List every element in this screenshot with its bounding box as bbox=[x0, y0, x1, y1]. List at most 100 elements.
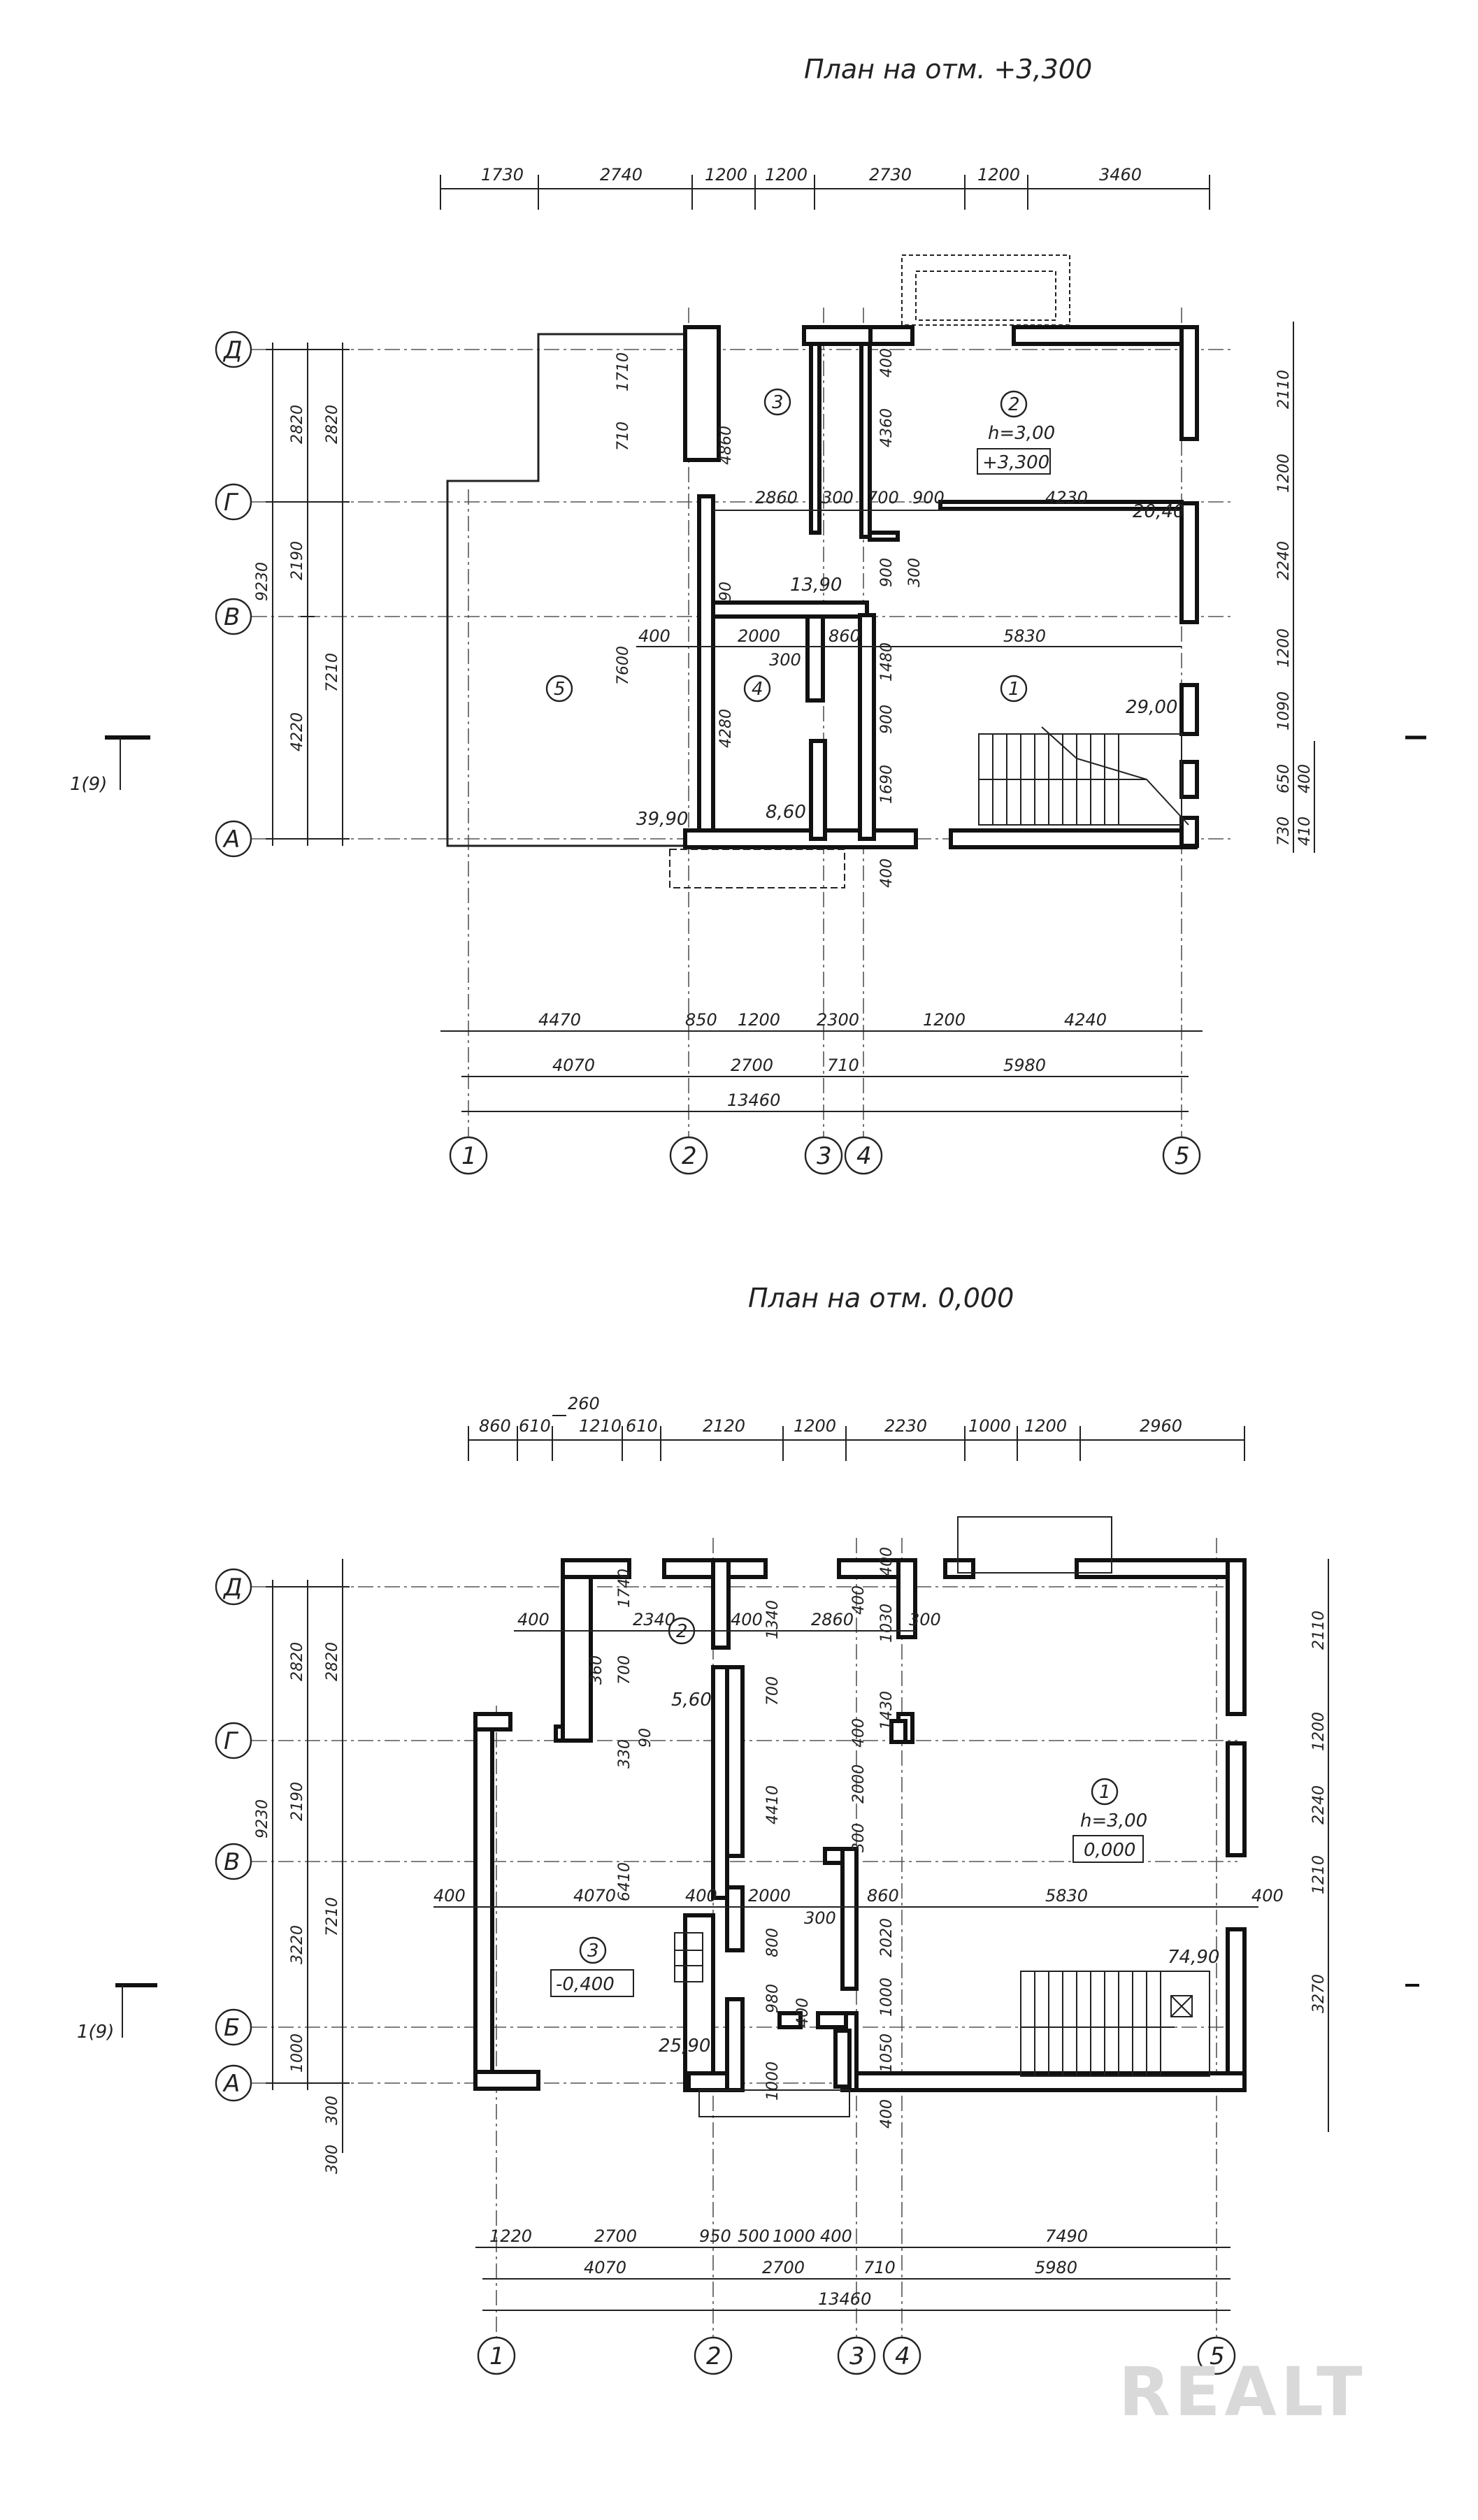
lower-int-dim-31: 980 bbox=[764, 1984, 782, 2013]
upper-section-marks: 1(9) bbox=[70, 735, 1426, 795]
upper-bottom1-dim-2: 850 bbox=[685, 1010, 717, 1030]
upper-bottom2-dim-1: 4070 bbox=[552, 1056, 595, 1075]
lower-right-dim-5: 3270 bbox=[1310, 1974, 1328, 2013]
lower-porch-outline bbox=[698, 2089, 850, 2117]
lower-left-dim-2820b: 2820 bbox=[324, 1642, 341, 1681]
lower-bottom1-dim-2: 2700 bbox=[594, 2226, 637, 2246]
upper-axis-D: Д bbox=[222, 336, 243, 364]
upper-left-dim-2820b: 2820 bbox=[324, 405, 341, 444]
lower-room-1-height: h=3,00 bbox=[1080, 1810, 1147, 1831]
lower-interior-dimensions: 400 2340 400 1340 2860 1030 300 400 1740… bbox=[433, 1547, 1284, 2129]
lower-bottom1-dim-7: 7490 bbox=[1045, 2226, 1088, 2246]
upper-int-dim-23: 300 bbox=[906, 558, 924, 587]
lower-top-dim-1: 260 bbox=[568, 1394, 600, 1413]
upper-int-dim-2: 300 bbox=[821, 488, 854, 507]
lower-right-dim-4: 1210 bbox=[1310, 1855, 1328, 1894]
lower-int-dim-11: 700 bbox=[616, 1655, 633, 1685]
upper-right-dim-2: 1200 bbox=[1275, 454, 1293, 493]
upper-right-dim-4: 1200 bbox=[1275, 628, 1293, 668]
lower-right-dimension-chain: 2110 1200 2240 1210 3270 bbox=[1310, 1559, 1329, 2132]
upper-int-dim-21: 1690 bbox=[878, 765, 896, 804]
upper-right-dim-3: 2240 bbox=[1275, 541, 1293, 580]
lower-top-dim-6: 2120 bbox=[703, 1416, 745, 1436]
lower-room-1-number: 1 bbox=[1099, 1782, 1111, 1803]
lower-axis-5: 5 bbox=[1210, 2342, 1225, 2370]
upper-int-dim-19: 1480 bbox=[878, 642, 896, 682]
upper-bottom-dimension-chains: 4470 850 1200 2300 1200 4240 4070 2700 7… bbox=[440, 1010, 1203, 1112]
upper-room-3-number: 3 bbox=[772, 392, 784, 413]
axis-bubble bbox=[804, 1136, 843, 1175]
axis-bubble bbox=[449, 1136, 488, 1175]
lower-left-dim-3220: 3220 bbox=[289, 1925, 306, 1964]
lower-room-3-number: 3 bbox=[587, 1941, 599, 1961]
lower-left-dim-2190: 2190 bbox=[289, 1782, 306, 1821]
upper-top-dim-6: 1200 bbox=[977, 165, 1020, 185]
upper-number-axis-markers: 1 2 3 4 5 bbox=[449, 1136, 1201, 1175]
upper-bottom2-dim-4: 5980 bbox=[1003, 1056, 1046, 1075]
upper-plan-title: План на отм. +3,300 bbox=[804, 54, 1092, 85]
lower-left-small-1: 300 bbox=[324, 2096, 341, 2125]
axis-bubble bbox=[215, 1843, 252, 1880]
lower-int-dim-27: 5830 bbox=[1045, 1886, 1088, 1906]
upper-int-dim-22: 400 bbox=[878, 858, 896, 888]
lower-int-dim-8: 400 bbox=[878, 1547, 896, 1576]
lower-plan-title: План на отм. 0,000 bbox=[748, 1283, 1014, 1313]
axis-bubble bbox=[477, 2336, 516, 2375]
axis-bubble bbox=[1197, 2336, 1236, 2375]
upper-left-dim-7210: 7210 bbox=[324, 653, 341, 692]
lower-int-dim-18: 2000 bbox=[850, 1764, 868, 1803]
lower-axis-G: Г bbox=[224, 1727, 239, 1755]
lower-room-3-level: -0,400 bbox=[556, 1974, 615, 1995]
lower-int-dim-4: 1340 bbox=[764, 1600, 782, 1639]
lower-top-dim-4: 1210 bbox=[579, 1416, 622, 1436]
lower-room-3-area: 25,90 bbox=[659, 2036, 710, 2057]
upper-left-dim-2820a: 2820 bbox=[289, 405, 306, 444]
upper-room-5-number: 5 bbox=[554, 679, 566, 700]
upper-room-2-number: 2 bbox=[1008, 394, 1020, 415]
lower-int-dim-5: 2860 bbox=[811, 1610, 854, 1629]
room-bubble bbox=[743, 675, 771, 703]
upper-axis-4: 4 bbox=[856, 1142, 872, 1170]
upper-int-dim-14: 1710 bbox=[615, 352, 632, 391]
axis-bubble bbox=[669, 1136, 708, 1175]
lower-canopy-outline bbox=[957, 1516, 1112, 1574]
axis-bubble bbox=[844, 1136, 883, 1175]
lower-staircase bbox=[1020, 1971, 1210, 2077]
lower-top-dim-10: 1200 bbox=[1024, 1416, 1067, 1436]
upper-int-dim-3: 700 bbox=[867, 488, 899, 507]
lower-bottom2-dim-3: 710 bbox=[863, 2258, 896, 2277]
lower-left-dim-2820a: 2820 bbox=[289, 1642, 306, 1681]
upper-left-dimension-chains: 9230 2820 2190 4220 2820 7210 bbox=[254, 343, 350, 846]
room-bubble bbox=[763, 388, 791, 416]
upper-int-dim-18: 900 bbox=[878, 558, 896, 587]
lower-right-dim-3: 2240 bbox=[1310, 1785, 1328, 1824]
room-bubble bbox=[1000, 390, 1028, 418]
lower-int-dim-9: 1740 bbox=[616, 1569, 633, 1608]
lower-room-3-level-box bbox=[550, 1969, 634, 1997]
lower-int-dim-21: 400 bbox=[433, 1886, 466, 1906]
axis-bubble bbox=[215, 483, 252, 521]
upper-room-markers: 1 29,00 2 h=3,00 +3,300 20,40 3 13,90 4 … bbox=[545, 388, 1184, 830]
lower-room-1-level: 0,000 bbox=[1084, 1840, 1135, 1861]
lower-bottom1-dim-4: 500 bbox=[738, 2226, 770, 2246]
upper-left-dim-2190: 2190 bbox=[289, 541, 306, 580]
upper-int-dim-8: 300 bbox=[769, 650, 801, 670]
upper-room-1-number: 1 bbox=[1008, 679, 1020, 700]
upper-staircase bbox=[978, 726, 1189, 826]
axis-bubble bbox=[215, 2064, 252, 2102]
upper-top-dimension-chain: 1730 2740 1200 1200 2730 1200 3460 bbox=[440, 165, 1210, 210]
lower-bottom-dimension-chains: 1220 2700 950 500 1000 400 7490 4070 270… bbox=[475, 2226, 1231, 2311]
upper-bottom2-dim-2: 2700 bbox=[731, 1056, 773, 1075]
lower-int-dim-13: 1430 bbox=[878, 1691, 896, 1730]
lower-int-dim-28: 400 bbox=[1251, 1886, 1284, 1906]
lower-int-dim-33: 1000 bbox=[878, 1978, 896, 2017]
lower-building-walls bbox=[473, 1558, 1247, 2092]
axis-bubble bbox=[215, 820, 252, 858]
upper-int-dim-13: 7600 bbox=[615, 646, 632, 685]
lower-int-dim-2: 2340 bbox=[633, 1610, 675, 1629]
upper-axis-G: Г bbox=[224, 489, 239, 517]
lower-section-marks: 1(9) bbox=[77, 1983, 1419, 2043]
room-bubble bbox=[579, 1936, 607, 1964]
axis-bubble bbox=[1162, 1136, 1201, 1175]
axis-bubble bbox=[215, 1568, 252, 1606]
